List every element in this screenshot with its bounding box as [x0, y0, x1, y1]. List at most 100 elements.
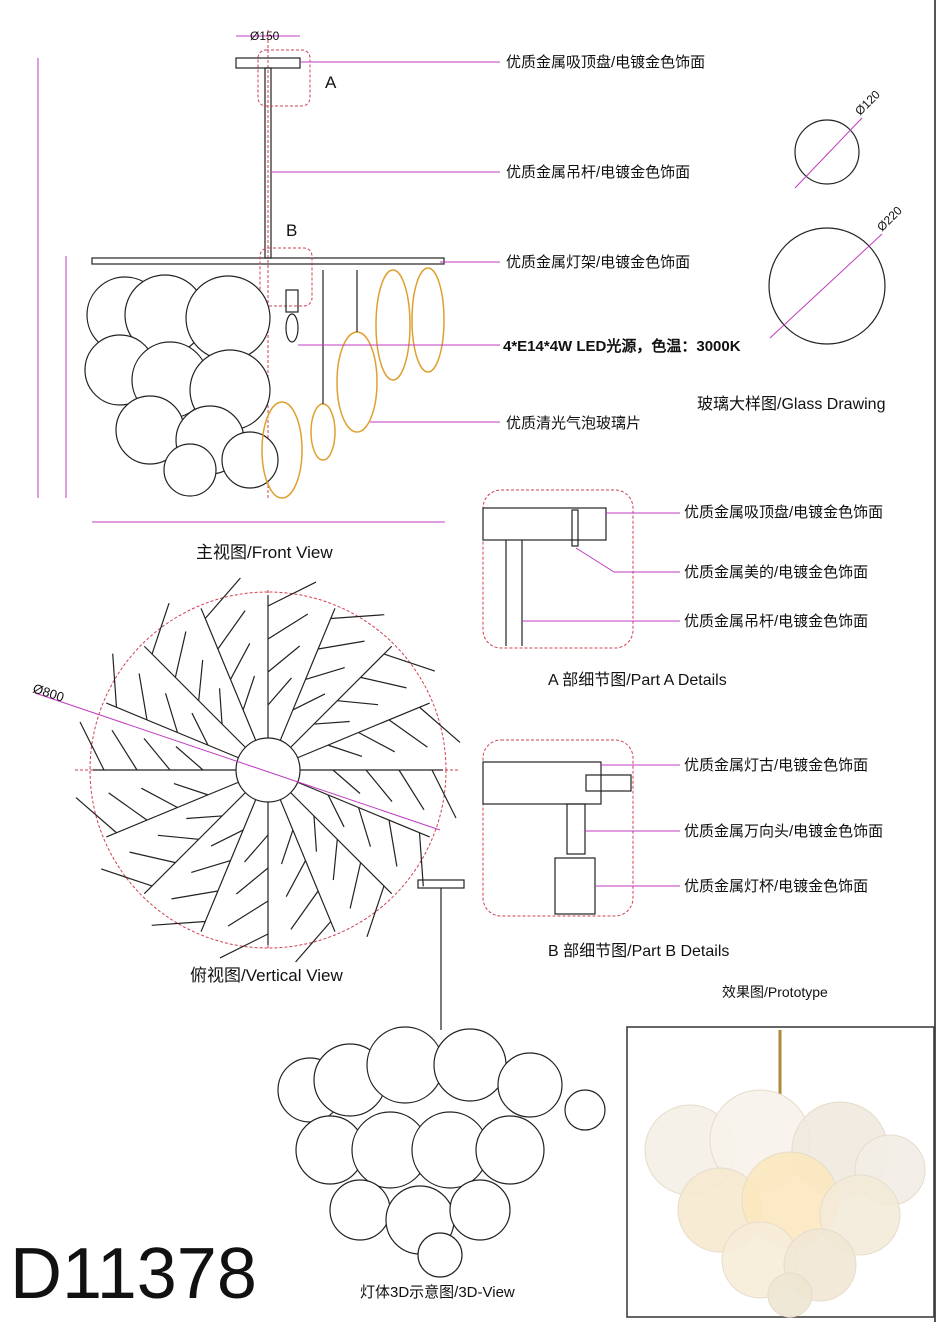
frame-rod: [318, 640, 365, 650]
glass-disc: [433, 1028, 507, 1102]
frame-rod: [267, 613, 309, 640]
frame-rod: [210, 829, 244, 847]
frame-rod: [313, 720, 350, 725]
glass-drawing-caption: 玻璃大样图/Glass Drawing: [697, 395, 885, 413]
frame-arm: [200, 799, 257, 932]
frame-rod: [366, 885, 385, 938]
front-view-caption: 主视图/Front View: [196, 543, 333, 562]
frame-rod: [242, 675, 256, 711]
frame-arm: [290, 792, 393, 895]
frame-rod: [295, 921, 332, 963]
frame-rod: [151, 920, 206, 926]
frame-rod: [431, 769, 457, 819]
part-a-details: 优质金属吸顶盘/电镀金色饰面 优质金属美的/电镀金色饰面 优质金属吊杆/电镀金色…: [482, 489, 883, 689]
front-label-rod: 优质金属吊杆/电镀金色饰面: [506, 164, 690, 181]
glass-large-diameter: Ø220: [874, 203, 905, 234]
frame-rod: [418, 832, 424, 887]
part-b-label-holder: 优质金属灯古/电镀金色饰面: [684, 757, 868, 774]
frame-rod: [151, 602, 170, 655]
frame-arm: [279, 608, 336, 741]
frame-rod: [229, 643, 251, 680]
glass-disc: [366, 1026, 444, 1104]
frame-rod: [164, 693, 179, 733]
frame-rod: [112, 653, 118, 708]
frame-rod: [217, 610, 246, 650]
frame-arm: [279, 799, 336, 932]
frame-rod: [360, 676, 407, 689]
frame-rod: [141, 787, 178, 809]
frame-rod: [419, 706, 461, 743]
front-label-glass: 优质清光气泡玻璃片: [506, 415, 641, 432]
part-b-caption: B 部细节图/Part B Details: [548, 942, 729, 960]
frame-rod: [173, 782, 209, 796]
vertical-view-diameter: Ø800: [31, 681, 66, 705]
frame-rod: [388, 820, 398, 867]
glass-disc: [417, 1232, 463, 1278]
part-a-label-rod: 优质金属吊杆/电镀金色饰面: [684, 613, 868, 630]
3d-view-caption: 灯体3D示意图/3D-View: [360, 1283, 515, 1301]
frame-rod: [235, 867, 269, 895]
frame-rod: [388, 719, 428, 748]
front-view: Ø150 A B 优质金属吸顶盘/电镀金色饰面 优质金属吊杆/电镀金色饰面 优质…: [37, 29, 741, 562]
front-label-canopy: 优质金属吸顶盘/电镀金色饰面: [506, 53, 705, 71]
glass-disc: [564, 1089, 606, 1131]
part-b-details: 优质金属灯古/电镀金色饰面 优质金属万向头/电镀金色饰面 优质金属灯杯/电镀金色…: [482, 739, 883, 960]
frame-arm: [106, 702, 239, 759]
glass-disc: [497, 1052, 563, 1118]
frame-rod: [267, 581, 317, 607]
glass-disc: [329, 1179, 391, 1241]
frame-rod: [357, 807, 372, 847]
frame-rod: [267, 645, 301, 673]
frame-rod: [108, 792, 148, 821]
frame-rod: [186, 815, 223, 820]
frame-rod: [292, 693, 326, 711]
frame-rod: [383, 653, 436, 672]
frame-rod: [337, 700, 379, 706]
part-a-caption: A 部细节图/Part A Details: [548, 671, 727, 689]
frame-arm: [297, 781, 430, 838]
frame-rod: [398, 769, 425, 811]
frame-rod: [349, 862, 362, 909]
glass-disc: [163, 443, 217, 497]
model-code: D11378: [10, 1234, 257, 1314]
frame-rod: [305, 666, 345, 681]
vertical-view: Ø800 俯视图/Vertical View: [31, 577, 461, 985]
part-a-label-canopy: 优质金属吸顶盘/电镀金色饰面: [684, 503, 883, 521]
marker-a: A: [325, 73, 337, 92]
part-a-label-nut: 优质金属美的/电镀金色饰面: [684, 564, 868, 581]
frame-rod: [267, 677, 292, 706]
frame-arm: [106, 781, 239, 838]
glass-drawing: Ø120 Ø220 玻璃大样图/Glass Drawing: [697, 87, 905, 413]
frame-rod: [327, 794, 345, 828]
marker-b: B: [286, 221, 297, 240]
vertical-view-caption: 俯视图/Vertical View: [190, 966, 343, 985]
frame-rod: [313, 815, 318, 852]
canopy-diameter: Ø150: [250, 29, 280, 43]
frame-rod: [365, 769, 393, 803]
frame-rod: [198, 659, 204, 701]
frame-rod: [330, 614, 385, 620]
frame-rod: [227, 900, 269, 927]
frame-rod: [332, 839, 338, 881]
frame-rod: [171, 890, 218, 900]
front-label-light-source: 4*E14*4W LED光源，色温：3000K: [503, 337, 741, 355]
front-label-frame: 优质金属灯架/电镀金色饰面: [506, 254, 690, 271]
frame-rod: [138, 673, 148, 720]
frame-rod: [332, 769, 361, 794]
frame-rod: [175, 746, 204, 771]
frame-rod: [327, 744, 363, 758]
frame-rod: [191, 712, 209, 746]
frame-rod: [111, 729, 138, 771]
3d-view: 灯体3D示意图/3D-View: [277, 879, 606, 1301]
frame-rod: [100, 868, 153, 887]
frame-arm: [297, 702, 430, 759]
glass-disc: [475, 1115, 545, 1185]
frame-rod: [280, 829, 294, 865]
frame-arm: [200, 608, 257, 741]
prototype-caption: 效果图/Prototype: [722, 984, 828, 1000]
frame-rod: [191, 859, 231, 874]
detail-a-cloud: [257, 49, 311, 107]
frame-rod: [79, 721, 105, 771]
part-b-label-joint: 优质金属万向头/电镀金色饰面: [684, 823, 883, 840]
